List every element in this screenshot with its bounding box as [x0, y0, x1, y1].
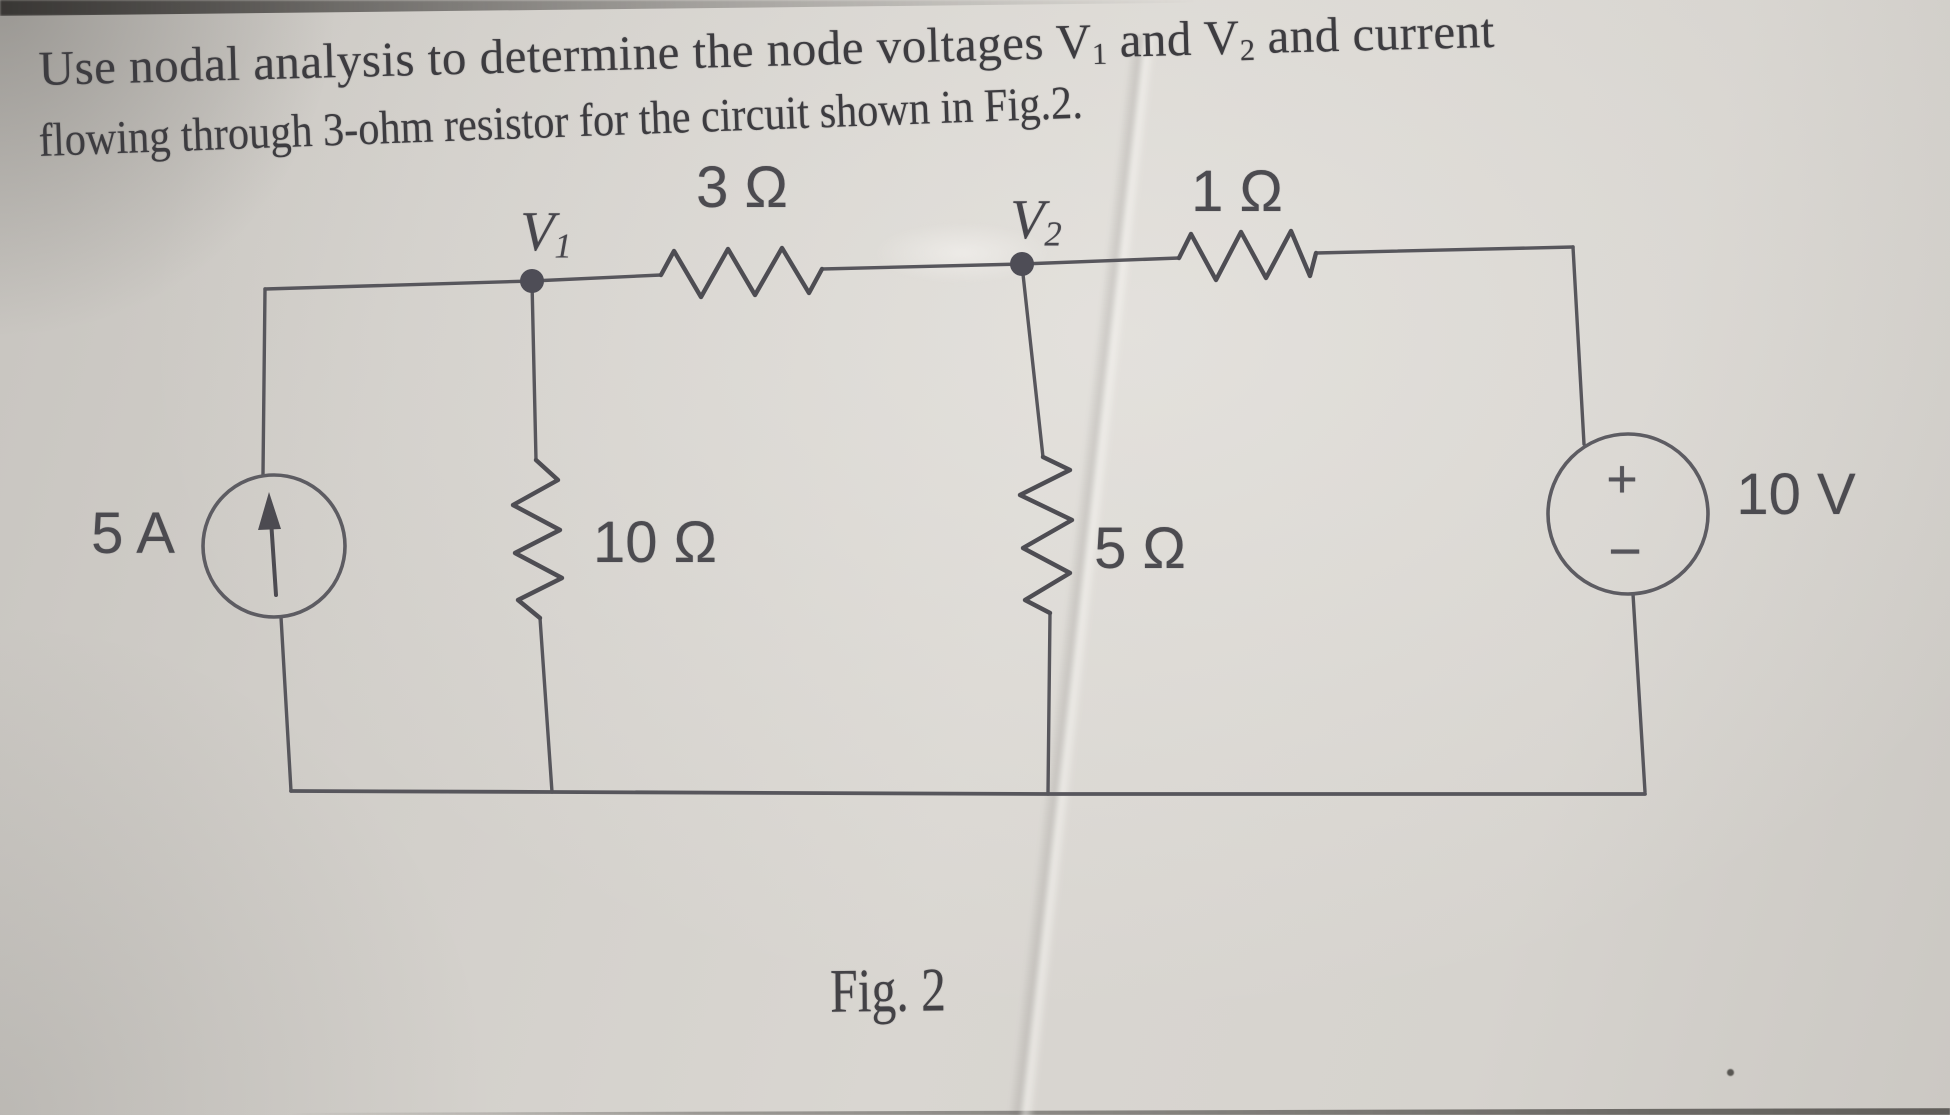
wire-10ohm-bottom-leg	[538, 616, 554, 794]
wire-5ohm-bottom-leg	[1046, 611, 1052, 796]
node-v2-letter: V	[1010, 188, 1045, 251]
resistor-10ohm-label: 10 Ω	[593, 510, 717, 575]
resistor-1ohm-label: 1 Ω	[1191, 159, 1283, 224]
wire-top-right	[1314, 245, 1575, 255]
voltage-plus-sign: +	[1606, 449, 1638, 509]
node-v1-label: V1	[520, 204, 572, 264]
voltage-minus-sign: −	[1608, 519, 1642, 584]
resistor-5ohm-symbol	[1017, 454, 1075, 616]
wire-5ohm-top-leg	[1020, 263, 1045, 459]
wire-right-lower	[1631, 592, 1647, 794]
wire-left-lower	[279, 615, 293, 793]
current-arrow-head-icon	[258, 492, 281, 530]
paper-bottom-edge-shadow	[290, 1108, 1950, 1115]
node-v2-label: V2	[1010, 192, 1062, 252]
wire-right-upper	[1571, 245, 1586, 446]
wire-left-upper	[261, 287, 267, 476]
node-v1-dot	[520, 269, 544, 293]
voltage-source-symbol	[1546, 432, 1710, 596]
voltage-source-label: 10 V	[1736, 462, 1856, 527]
resistor-10ohm-symbol	[510, 457, 565, 621]
node-v2-dot	[1010, 252, 1034, 276]
wire-top-middle	[820, 256, 1181, 271]
resistor-3ohm-label: 3 Ω	[696, 155, 788, 220]
wire-10ohm-top-leg	[530, 280, 538, 462]
current-arrow-shaft	[269, 518, 278, 597]
wire-bottom	[289, 789, 1647, 796]
resistor-1ohm-symbol	[1176, 228, 1319, 283]
node-v1-letter: V	[520, 200, 555, 263]
node-v2-sub: 2	[1044, 214, 1062, 254]
resistor-5ohm-label: 5 Ω	[1094, 516, 1186, 581]
figure-caption: Fig. 2	[829, 956, 947, 1026]
paper-speck	[1727, 1069, 1734, 1076]
wire-top-left	[263, 273, 663, 291]
current-source-label: 5 A	[91, 501, 175, 566]
current-source-symbol	[201, 473, 347, 619]
node-v1-sub: 1	[554, 226, 572, 266]
resistor-3ohm-symbol	[658, 245, 825, 300]
